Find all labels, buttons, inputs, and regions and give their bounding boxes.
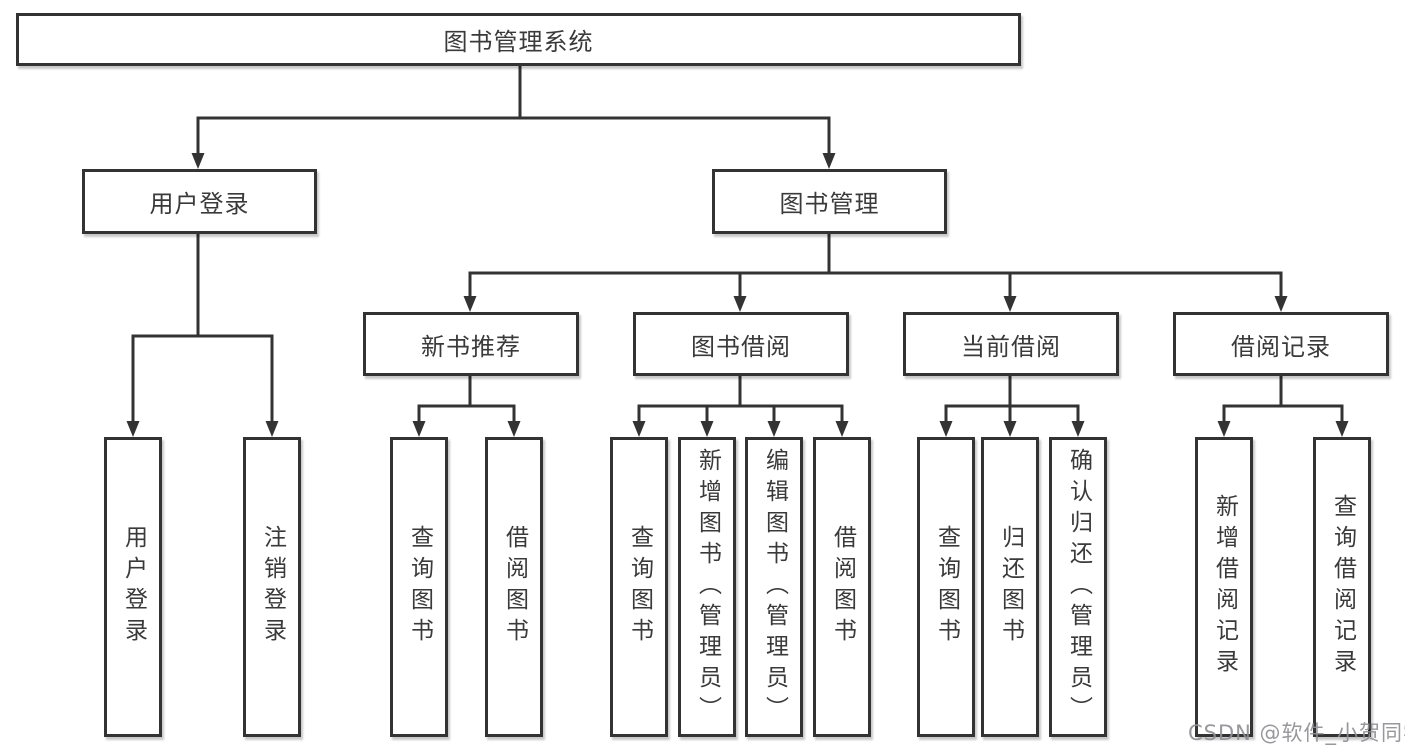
arrow-down-icon — [835, 421, 849, 437]
arrow-down-icon — [1274, 296, 1288, 312]
node-book-management: 图书管理 — [712, 169, 947, 234]
node-label: 新增借阅记录 — [1211, 494, 1238, 680]
connector-userlogin-to-leaves — [131, 234, 274, 423]
connector-bookmgmt-to-level3 — [468, 234, 1283, 298]
leaf-current-confirm-return-admin: 确认归还（管理员） — [1049, 437, 1107, 737]
node-label: 查询图书 — [406, 525, 433, 649]
node-label: 确认归还（管理员） — [1065, 447, 1092, 727]
node-label: 新书推荐 — [421, 332, 521, 361]
node-label: 归还图书 — [997, 525, 1024, 649]
arrow-down-icon — [1071, 421, 1085, 437]
leaf-recommend-borrow-books: 借阅图书 — [485, 437, 543, 737]
node-label: 图书管理系统 — [443, 28, 594, 56]
node-label: 编辑图书（管理员） — [761, 447, 788, 727]
connector-records-to-leaves — [1222, 376, 1344, 423]
connector-current-to-leaves — [944, 376, 1080, 423]
arrow-down-icon — [1335, 421, 1349, 437]
node-label: 图书管理 — [779, 190, 880, 218]
leaf-user-login: 用户登录 — [104, 437, 162, 737]
leaf-borrowing-borrow-books: 借阅图书 — [813, 437, 871, 737]
node-label: 查询图书 — [626, 525, 653, 649]
node-label: 用户登录 — [120, 525, 147, 649]
arrow-down-icon — [412, 421, 426, 437]
node-label: 注销登录 — [259, 525, 286, 649]
node-root: 图书管理系统 — [16, 13, 1021, 66]
arrow-down-icon — [1003, 296, 1017, 312]
leaf-borrowing-add-books-admin: 新增图书（管理员） — [678, 437, 736, 737]
node-label: 借阅图书 — [829, 525, 856, 649]
leaf-current-query-books: 查询图书 — [917, 437, 975, 737]
arrow-down-icon — [1003, 421, 1017, 437]
leaf-current-return-books: 归还图书 — [981, 437, 1039, 737]
arrow-down-icon — [191, 153, 205, 169]
node-new-book-recommend: 新书推荐 — [363, 312, 579, 376]
node-label: 当前借阅 — [961, 332, 1061, 361]
arrow-down-icon — [463, 296, 477, 312]
arrow-down-icon — [767, 421, 781, 437]
node-label: 查询图书 — [933, 525, 960, 649]
leaf-records-query-record: 查询借阅记录 — [1313, 437, 1371, 737]
connector-borrowing-to-leaves — [637, 376, 844, 423]
leaf-borrowing-edit-books-admin: 编辑图书（管理员） — [745, 437, 803, 737]
node-book-borrowing: 图书借阅 — [633, 312, 849, 376]
arrow-down-icon — [700, 421, 714, 437]
arrow-down-icon — [733, 296, 747, 312]
leaf-logout: 注销登录 — [243, 437, 301, 737]
csdn-watermark: CSDN @软件_小贺同学 — [1188, 721, 1405, 745]
node-label: 查询借阅记录 — [1329, 494, 1356, 680]
node-label: 图书借阅 — [691, 332, 791, 361]
arrow-down-icon — [265, 421, 279, 437]
node-label: 新增图书（管理员） — [694, 447, 721, 727]
node-current-borrowing: 当前借阅 — [903, 312, 1119, 376]
arrow-down-icon — [1217, 421, 1231, 437]
connector-root-to-level2 — [196, 66, 831, 155]
node-label: 借阅记录 — [1231, 332, 1331, 361]
connector-recommend-to-leaves — [417, 376, 516, 423]
node-borrowing-records: 借阅记录 — [1173, 312, 1389, 376]
arrow-down-icon — [507, 421, 521, 437]
node-label: 用户登录 — [149, 190, 250, 218]
arrow-down-icon — [822, 153, 836, 169]
leaf-borrowing-query-books: 查询图书 — [610, 437, 668, 737]
leaf-recommend-query-books: 查询图书 — [390, 437, 448, 737]
arrow-down-icon — [126, 421, 140, 437]
arrow-down-icon — [632, 421, 646, 437]
leaf-records-add-record: 新增借阅记录 — [1195, 437, 1253, 737]
arrow-down-icon — [939, 421, 953, 437]
node-user-login: 用户登录 — [82, 169, 317, 234]
node-label: 借阅图书 — [501, 525, 528, 649]
